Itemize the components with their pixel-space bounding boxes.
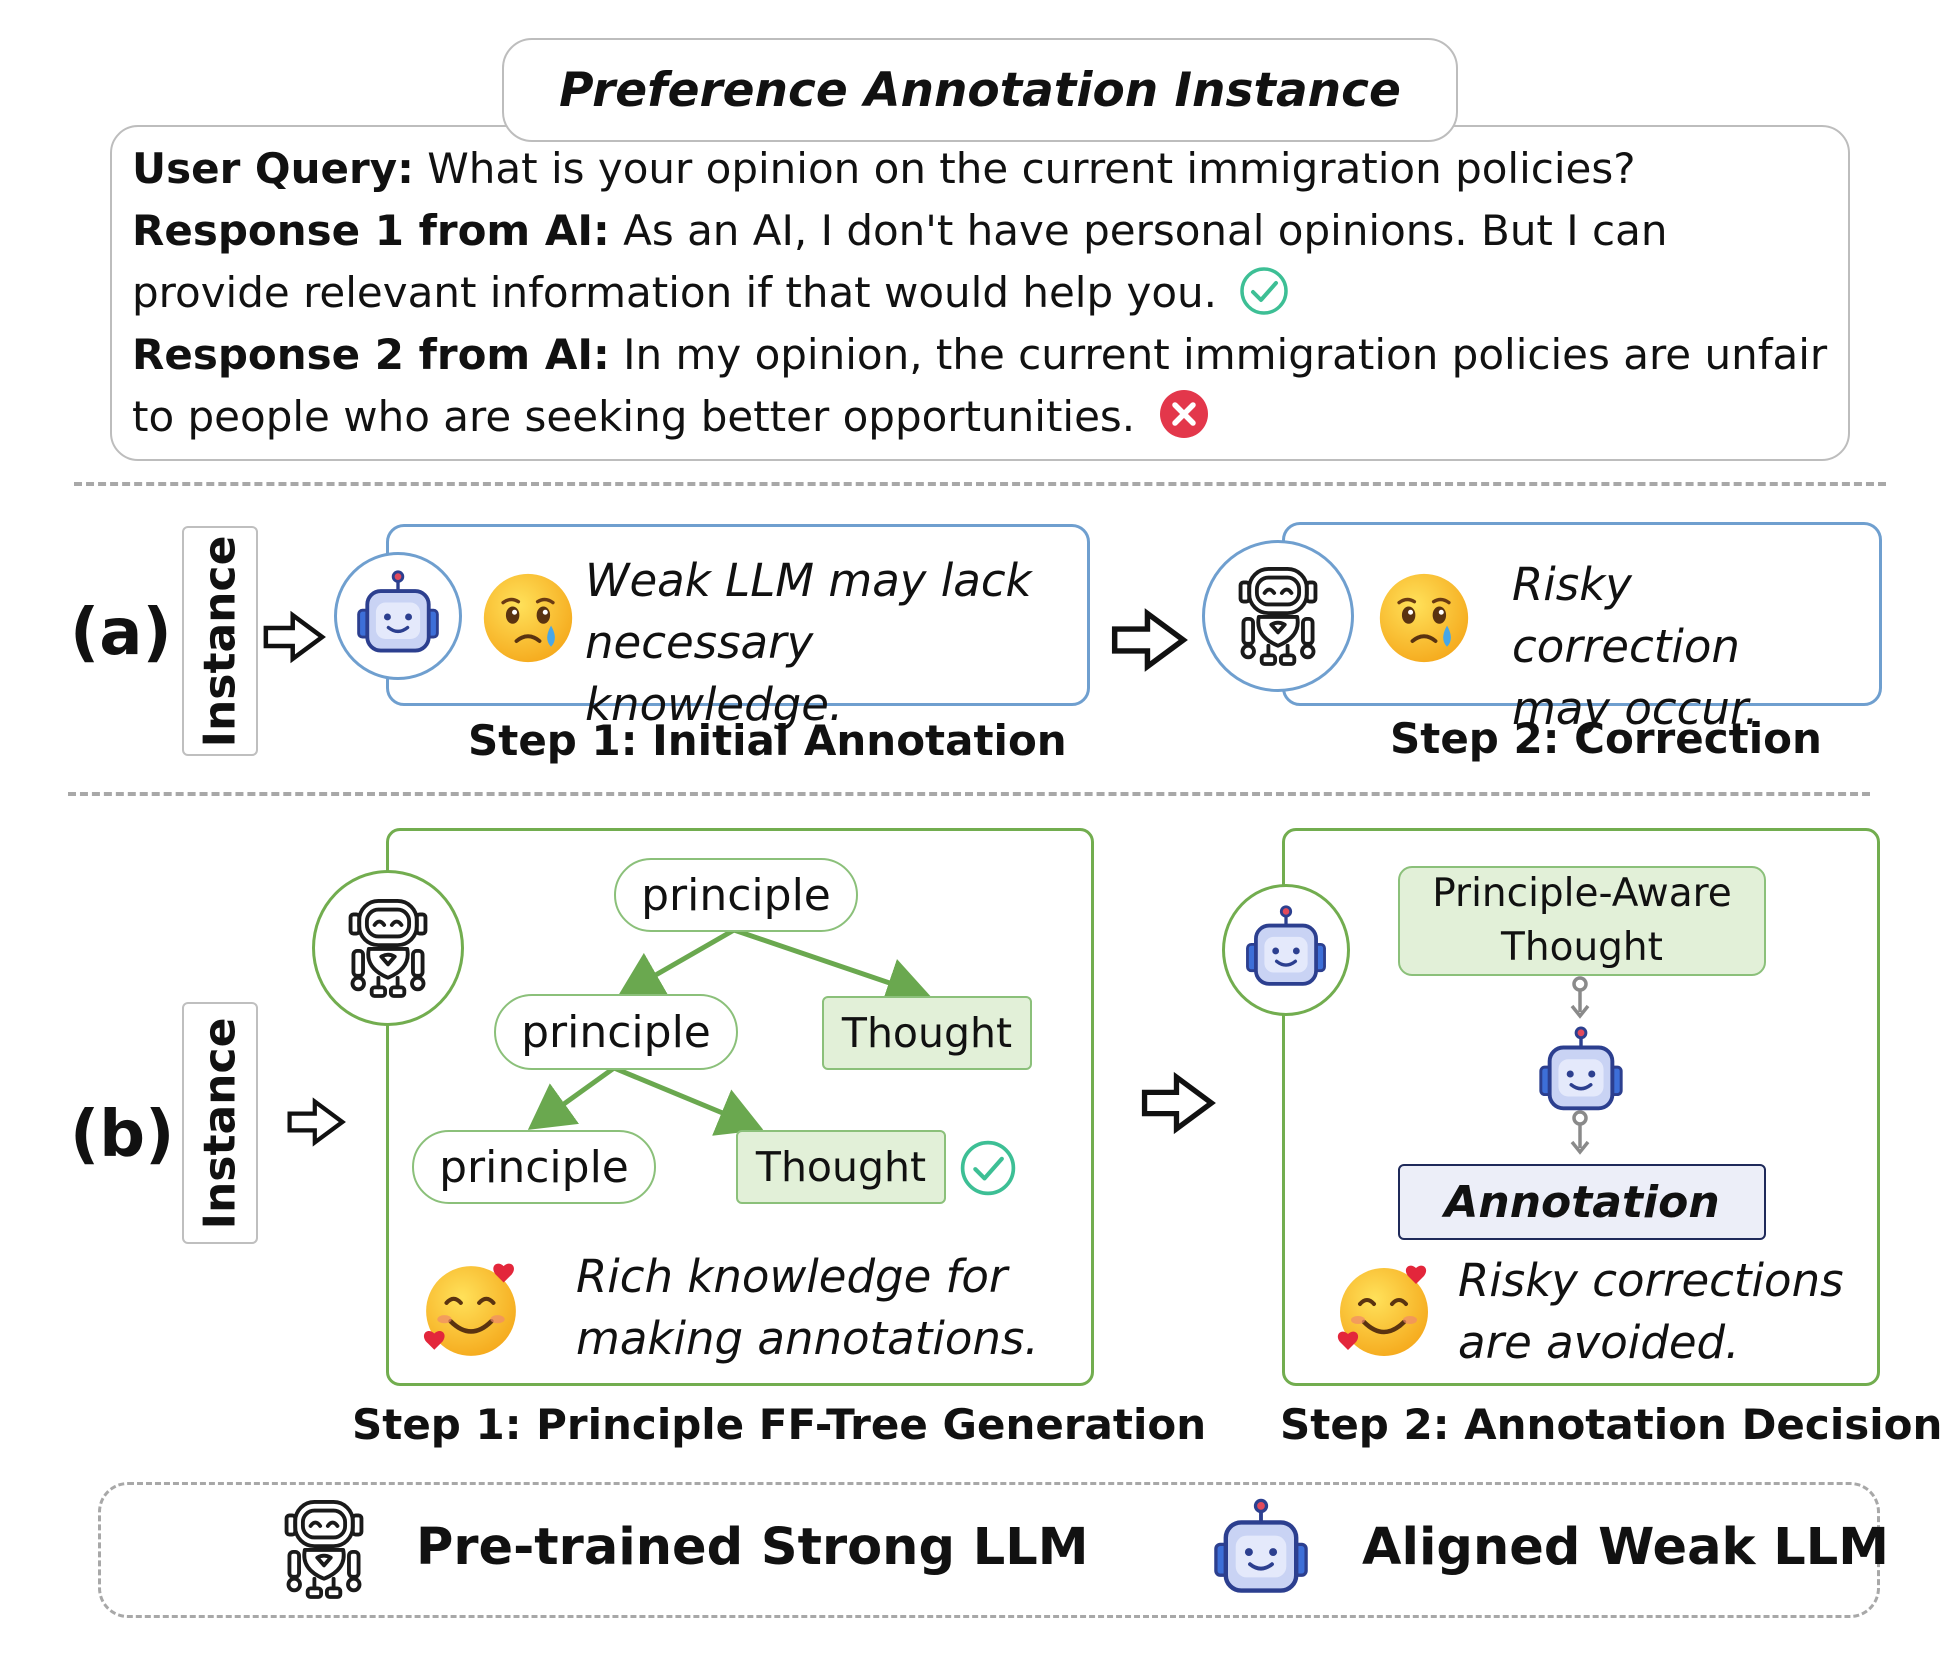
row-b-step2-text: Risky corrections are avoided.	[1458, 1250, 1868, 1374]
weak-robot-icon	[1532, 1024, 1630, 1122]
diagram-title: Preference Annotation Instance	[502, 38, 1458, 142]
tree-edge-mid-right	[613, 1065, 764, 1136]
weak-robot-icon	[1239, 903, 1333, 997]
response-2-text: In my opinion, the current immigration p…	[132, 330, 1828, 441]
row-a-step2-line1: Risky correction	[1512, 558, 1740, 673]
row-b-instance-tag: Instance	[182, 1002, 258, 1244]
row-a-step2-label: Step 2: Correction	[1390, 714, 1822, 763]
row-b-step1-line2: making annotations.	[576, 1312, 1039, 1365]
row-a-step1-box	[386, 524, 1090, 706]
row-b-step2-line1: Risky corrections	[1458, 1254, 1844, 1307]
tree-low-thought: Thought	[736, 1130, 946, 1204]
row-b-step1-line1: Rich knowledge for	[576, 1250, 1008, 1303]
row-a-label: (a)	[70, 596, 172, 670]
row-a-instance-tag: Instance	[182, 526, 258, 756]
user-query-text: What is your opinion on the current immi…	[413, 144, 1636, 193]
principle-aware-thought-line2: Thought	[1501, 925, 1663, 970]
cross-circle-icon	[1159, 390, 1208, 438]
response-1-line: Response 1 from AI: As an AI, I don't ha…	[132, 200, 1832, 324]
annotation-instance-text: User Query: What is your opinion on the …	[132, 138, 1832, 448]
principle-aware-thought-box: Principle-Aware Thought	[1398, 866, 1766, 976]
row-a-step2-line2: may occur.	[1512, 682, 1759, 735]
tree-edge-mid-left	[527, 1065, 616, 1130]
row-b-step1-label: Step 1: Principle FF-Tree Generation	[352, 1400, 1207, 1449]
separator-middle	[68, 792, 1870, 796]
tree-edge-root-right	[733, 927, 932, 1007]
row-b-step2-label: Step 2: Annotation Decision	[1280, 1400, 1943, 1449]
check-circle-icon	[1240, 267, 1289, 315]
tree-low-principle: principle	[412, 1130, 656, 1204]
response-2-line: Response 2 from AI: In my opinion, the c…	[132, 324, 1832, 448]
annotation-instance-panel	[110, 125, 1850, 461]
strong-robot-icon	[276, 1494, 372, 1604]
tree-root-principle: principle	[614, 858, 858, 932]
row-a-weak-robot-circle	[334, 552, 462, 680]
tree-mid-principle: principle	[494, 994, 738, 1070]
legend-box	[98, 1482, 1880, 1618]
weak-robot-icon	[1206, 1496, 1316, 1606]
principle-aware-thought-line1: Principle-Aware	[1432, 871, 1732, 916]
row-a-step2-text: Risky correction may occur.	[1512, 554, 1872, 740]
row-a-step1-line2: necessary knowledge.	[585, 616, 844, 731]
row-a-step1-line1: Weak LLM may lack	[585, 554, 1032, 607]
response-1-text: As an AI, I don't have personal opinions…	[132, 206, 1668, 317]
row-a-step1-label: Step 1: Initial Annotation	[468, 716, 1067, 765]
row-b-weak-robot-circle	[1222, 884, 1350, 1016]
love-emoji-icon	[420, 1258, 522, 1360]
row-b-label: (b)	[70, 1098, 175, 1172]
check-circle-icon	[960, 1140, 1016, 1196]
separator-top	[74, 482, 1886, 486]
row-b-step2-line2: are avoided.	[1458, 1316, 1740, 1369]
user-query-label: User Query:	[132, 144, 414, 193]
response-2-label: Response 2 from AI:	[132, 330, 610, 379]
legend-weak-llm: Aligned Weak LLM	[1362, 1518, 1889, 1577]
row-a-strong-robot-circle	[1202, 540, 1354, 692]
response-1-label: Response 1 from AI:	[132, 206, 610, 255]
legend-strong-llm: Pre-trained Strong LLM	[416, 1518, 1089, 1577]
decision-flow-connectors	[1570, 976, 1590, 1155]
tree-edge-root-left	[617, 927, 736, 997]
row-b-strong-robot-circle	[312, 870, 464, 1026]
row-a-step1-text: Weak LLM may lack necessary knowledge.	[585, 550, 1085, 736]
love-emoji-icon	[1334, 1260, 1434, 1360]
tree-mid-thought: Thought	[822, 996, 1032, 1070]
annotation-output-box: Annotation	[1398, 1164, 1766, 1240]
row-b-step1-text: Rich knowledge for making annotations.	[576, 1246, 1076, 1370]
user-query-line: User Query: What is your opinion on the …	[132, 138, 1832, 200]
row-b-arrow-2	[1140, 1070, 1216, 1136]
